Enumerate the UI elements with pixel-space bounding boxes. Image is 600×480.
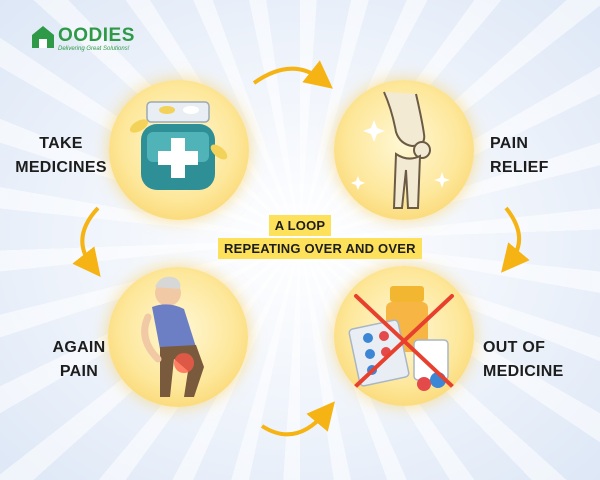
knee-joint-icon — [351, 91, 450, 209]
again-pain-circle — [108, 267, 248, 407]
loop-caption-line2: REPEATING OVER AND OVER — [218, 238, 422, 259]
brand-name: OODIES — [58, 25, 135, 46]
arrow-right — [501, 206, 530, 273]
arrow-top — [252, 60, 333, 89]
step-pain-relief-label: PAIN RELIEF — [490, 135, 549, 176]
man-knee-pain-icon — [141, 276, 204, 397]
step-take-medicines-label: TAKE MEDICINES — [15, 135, 107, 176]
arrow-bottom — [260, 401, 335, 437]
brand-tagline: Delivering Great Solutions! — [58, 46, 130, 52]
out-of-medicine-circle — [334, 266, 474, 406]
arrow-left — [72, 206, 101, 278]
pain-relief-circle — [334, 80, 474, 220]
loop-caption: A LOOP REPEATING OVER AND OVER — [218, 214, 422, 260]
loop-caption-line1: A LOOP — [268, 215, 332, 236]
empty-medicine-crossed-icon — [348, 286, 454, 391]
step-out-of-medicine-label: OUT OF MEDICINE — [483, 339, 564, 380]
medicine-bottle-icon — [129, 101, 228, 190]
take-medicines-circle — [109, 80, 249, 220]
step-again-pain-label: AGAIN PAIN — [52, 339, 106, 380]
house-logo-icon — [32, 26, 54, 48]
